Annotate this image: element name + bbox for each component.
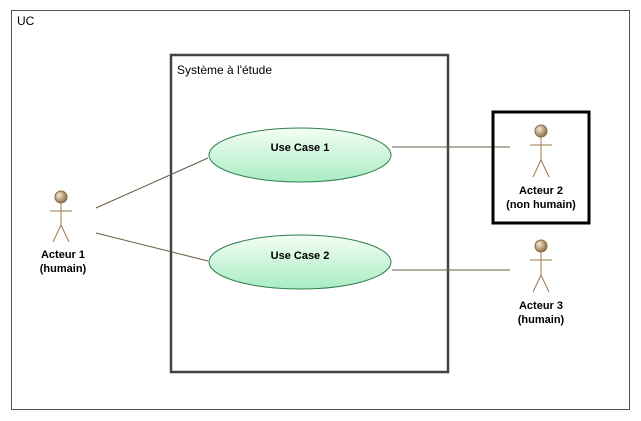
actor-2-highlight-box — [491, 110, 591, 225]
uc-frame — [11, 10, 630, 410]
use-case-2[interactable]: Use Case 2 — [208, 234, 392, 290]
system-boundary — [169, 53, 450, 374]
use-case-1[interactable]: Use Case 1 — [208, 127, 392, 183]
actor-3-stick-figure-icon — [530, 239, 552, 293]
actor-3-type: (humain) — [518, 314, 565, 326]
actor-2-stick-figure-icon — [530, 124, 552, 178]
use-case-2-label: Use Case 2 — [271, 250, 330, 262]
use-case-2-shape — [208, 234, 392, 290]
actor-1-stick-figure-icon — [50, 190, 72, 243]
actor-3-name: Acteur 3 — [519, 300, 563, 312]
actor-3[interactable]: Acteur 3 (humain) — [518, 239, 565, 326]
actor-1-name: Acteur 1 — [41, 249, 85, 261]
actor-1-type: (humain) — [40, 263, 87, 275]
use-case-1-label: Use Case 1 — [271, 142, 330, 154]
actor-2-type: (non humain) — [506, 199, 576, 211]
uc-frame-title: UC — [17, 14, 35, 28]
association-actor1-usecase1 — [95, 157, 209, 209]
system-title: Système à l'étude — [177, 63, 272, 77]
actor-2[interactable]: Acteur 2 (non humain) — [506, 124, 576, 211]
actor-2-name: Acteur 2 — [519, 185, 563, 197]
use-case-1-shape — [208, 127, 392, 183]
actor-1[interactable]: Acteur 1 (humain) — [40, 190, 87, 275]
association-actor1-usecase2 — [95, 232, 209, 262]
